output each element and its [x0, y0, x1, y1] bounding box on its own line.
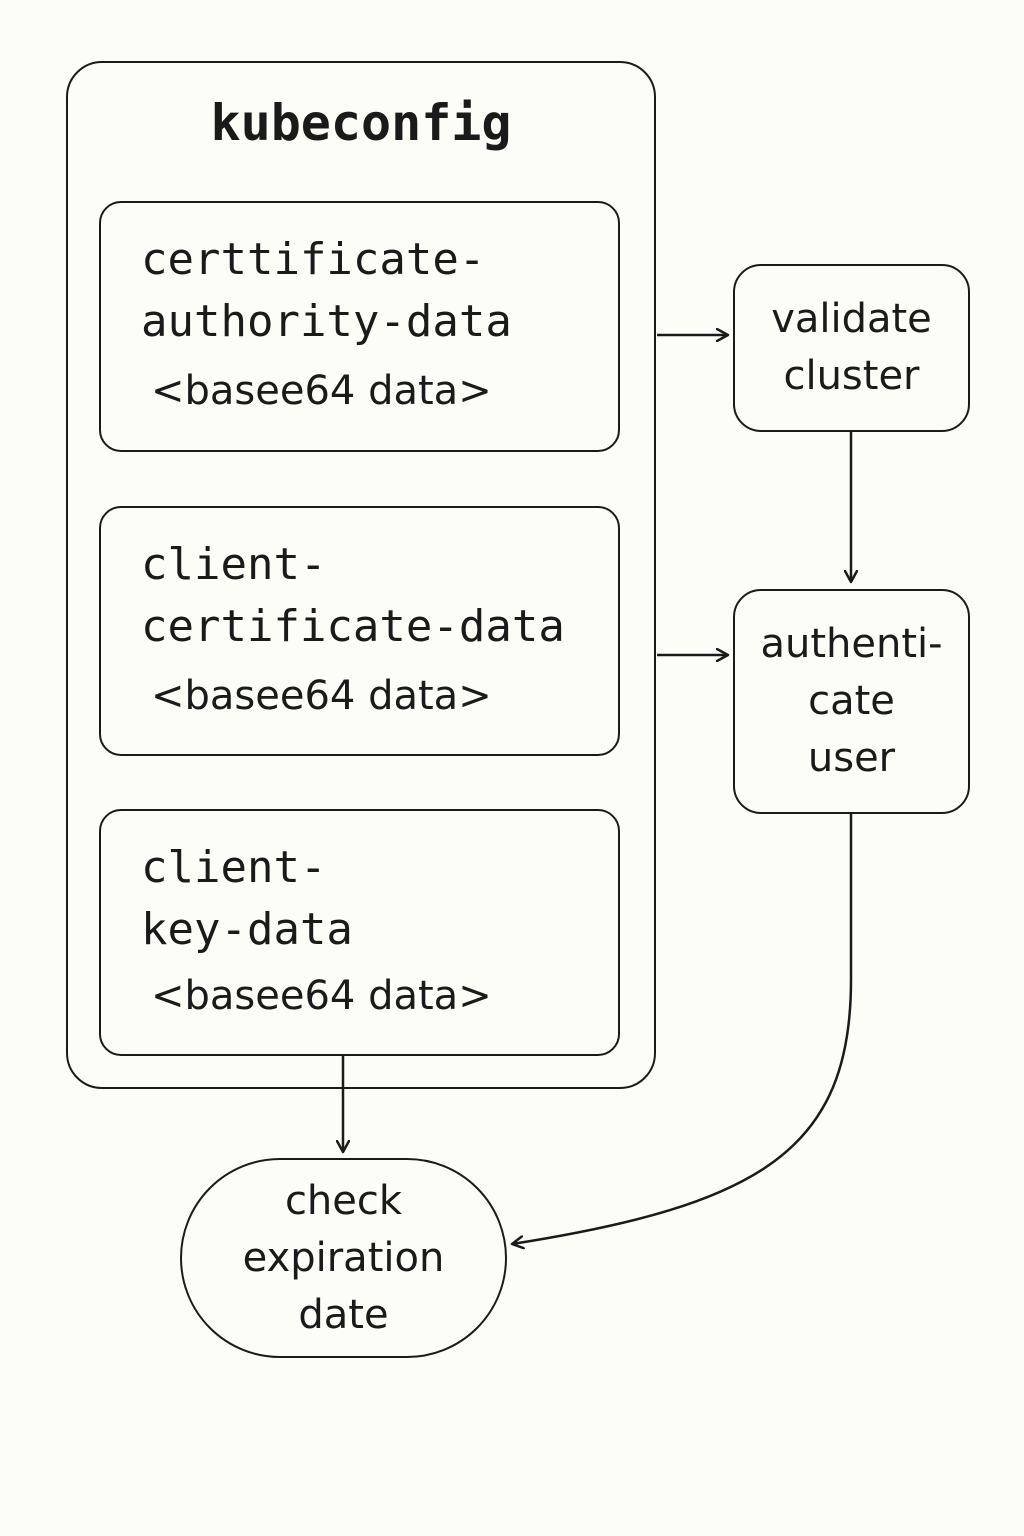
field-key-client-key: client- key-data	[141, 842, 353, 955]
field-value-certificate-authority: <basee64 data>	[151, 368, 492, 414]
field-value-client-key: <basee64 data>	[151, 973, 492, 1019]
kubeconfig-title: kubeconfig	[210, 94, 512, 152]
field-key-client-certificate: client- certificate-data	[141, 539, 565, 652]
step-check-expiration-date: check expiration date	[180, 1158, 507, 1358]
step-authenticate-user-label: authenti- cate user	[760, 621, 943, 781]
field-value-client-certificate: <basee64 data>	[151, 673, 492, 719]
kubeconfig-container	[66, 61, 656, 1089]
step-validate-cluster-label: validate cluster	[771, 296, 932, 399]
field-key-certificate-authority: certtificate- authority-data	[141, 234, 512, 347]
field-client-certificate-data: client- certificate-data <basee64 data>	[99, 506, 620, 756]
field-client-key-data: client- key-data <basee64 data>	[99, 809, 620, 1056]
field-certificate-authority-data: certtificate- authority-data <basee64 da…	[99, 201, 620, 452]
step-validate-cluster: validate cluster	[733, 264, 970, 432]
step-authenticate-user: authenti- cate user	[733, 589, 970, 814]
step-check-expiration-date-label: check expiration date	[242, 1177, 445, 1338]
